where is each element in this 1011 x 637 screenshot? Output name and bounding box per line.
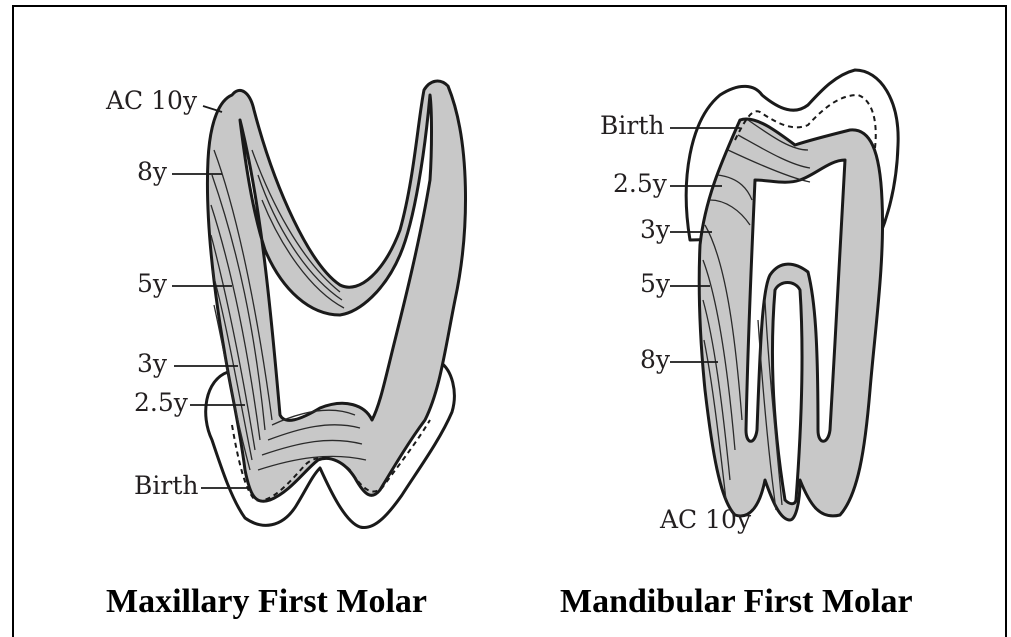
max-label-8y: 8y [137, 157, 168, 186]
max-label-5y: 5y [137, 269, 168, 298]
mand-label-ac10y: AC 10y [659, 505, 752, 534]
mand-label-5y: 5y [640, 269, 671, 298]
max-label-ac10y: AC 10y [105, 86, 198, 115]
mand-label-8y: 8y [640, 345, 671, 374]
mandibular-caption: Mandibular First Molar [560, 583, 913, 620]
max-label-3y: 3y [137, 349, 168, 378]
mand-label-2-5y: 2.5y [613, 169, 668, 198]
max-label-2-5y: 2.5y [134, 388, 189, 417]
maxillary-molar-diagram: AC 10y 8y 5y 3y 2.5y Birth [105, 81, 465, 527]
mandibular-molar-diagram: Birth 2.5y 3y 5y 8y AC 10y [600, 70, 898, 534]
mand-label-3y: 3y [640, 215, 671, 244]
maxillary-caption: Maxillary First Molar [106, 583, 427, 620]
max-label-birth: Birth [134, 471, 198, 500]
mand-label-birth: Birth [600, 111, 664, 140]
